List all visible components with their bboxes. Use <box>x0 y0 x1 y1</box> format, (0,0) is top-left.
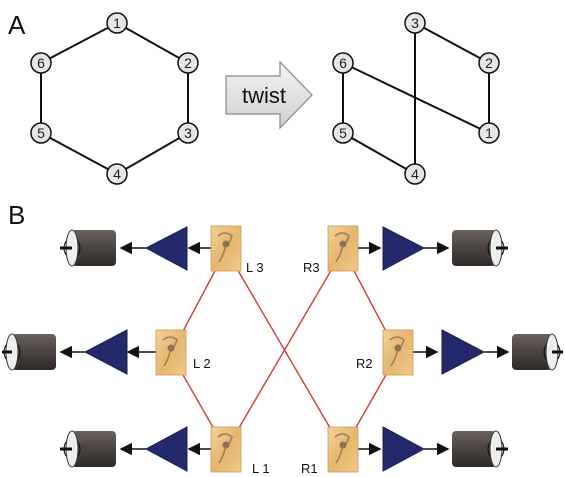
neuron-cell-icon <box>327 426 359 473</box>
svg-text:1: 1 <box>113 15 121 31</box>
graph-node: 1 <box>106 12 128 34</box>
twist-label: twist <box>242 83 286 108</box>
graph-node: 4 <box>106 163 128 185</box>
motor-l1 <box>60 430 116 468</box>
link-r1-l3 <box>225 249 344 451</box>
amplifier-triangle-icon <box>83 329 128 375</box>
graph-node: 5 <box>332 122 354 144</box>
hexagon-graph <box>40 22 189 175</box>
amplifier-triangle-icon <box>382 226 426 271</box>
label-l2: L 2 <box>193 356 211 371</box>
motor-cylinder-icon <box>452 431 496 467</box>
label-r2: R2 <box>356 356 373 371</box>
label-r3: R3 <box>303 260 320 275</box>
svg-text:6: 6 <box>37 55 45 71</box>
graph-node: 2 <box>478 52 500 74</box>
motor-cylinder-icon <box>72 431 116 467</box>
twisted-nodes: 1 2 3 4 5 6 <box>332 12 500 185</box>
graph-node: 4 <box>404 163 426 185</box>
neuron-l2 <box>155 329 187 376</box>
svg-text:2: 2 <box>184 55 192 71</box>
motor-cylinder-icon <box>12 334 56 370</box>
svg-text:6: 6 <box>339 55 347 71</box>
neuron-r1 <box>327 426 359 473</box>
amplifier-triangle-icon <box>144 226 188 271</box>
output-arrows <box>59 241 510 456</box>
motor-cylinder-icon <box>72 230 116 266</box>
graph-node: 3 <box>177 122 199 144</box>
twisted-graph <box>342 22 490 175</box>
amplifier-triangle-icon <box>382 426 426 472</box>
amplifier-icons <box>83 226 486 472</box>
graph-node: 6 <box>332 52 354 74</box>
motor-l2 <box>2 333 56 371</box>
amplifier-triangle-icon <box>144 426 188 472</box>
neuron-l3 <box>210 225 242 272</box>
edge-3-2 <box>414 22 490 64</box>
panel-label-a: A <box>8 10 26 40</box>
edge-4-5 <box>40 132 118 175</box>
neuron-l1 <box>210 426 242 473</box>
twist-arrow: twist <box>225 60 313 130</box>
neuron-cell-icon <box>382 329 414 376</box>
edge-5-4 <box>342 132 416 175</box>
svg-text:5: 5 <box>339 125 347 141</box>
neuron-r2 <box>382 329 414 376</box>
graph-node: 1 <box>478 122 500 144</box>
svg-text:4: 4 <box>411 166 419 182</box>
graph-node: 2 <box>177 52 199 74</box>
motor-l3 <box>60 229 116 267</box>
neuron-cell-icon <box>155 329 187 376</box>
motor-r3 <box>452 229 508 267</box>
edge-1-2 <box>116 22 189 64</box>
neuron-links <box>170 249 399 451</box>
label-r1: R1 <box>301 461 318 476</box>
svg-text:5: 5 <box>37 125 45 141</box>
motor-r2 <box>512 333 563 371</box>
neuron-r3 <box>327 225 359 272</box>
svg-text:2: 2 <box>485 55 493 71</box>
motor-r1 <box>452 430 508 468</box>
amplifier-triangle-icon <box>441 329 486 375</box>
svg-text:1: 1 <box>485 125 493 141</box>
panel-label-b: B <box>8 200 25 230</box>
hexagon-nodes: 1 2 3 4 5 6 <box>30 12 199 185</box>
edge-3-4 <box>116 132 189 175</box>
svg-text:3: 3 <box>184 125 192 141</box>
motor-cylinder-icon <box>452 230 496 266</box>
neuron-cells <box>155 225 414 473</box>
graph-node: 5 <box>30 122 52 144</box>
graph-node: 6 <box>30 52 52 74</box>
graph-node: 3 <box>404 12 426 34</box>
svg-text:4: 4 <box>113 166 121 182</box>
label-l1: L 1 <box>252 461 270 476</box>
label-l3: L 3 <box>246 260 264 275</box>
svg-text:3: 3 <box>411 15 419 31</box>
edge-6-1 <box>40 22 118 64</box>
motor-cylinder-icon <box>512 334 552 370</box>
